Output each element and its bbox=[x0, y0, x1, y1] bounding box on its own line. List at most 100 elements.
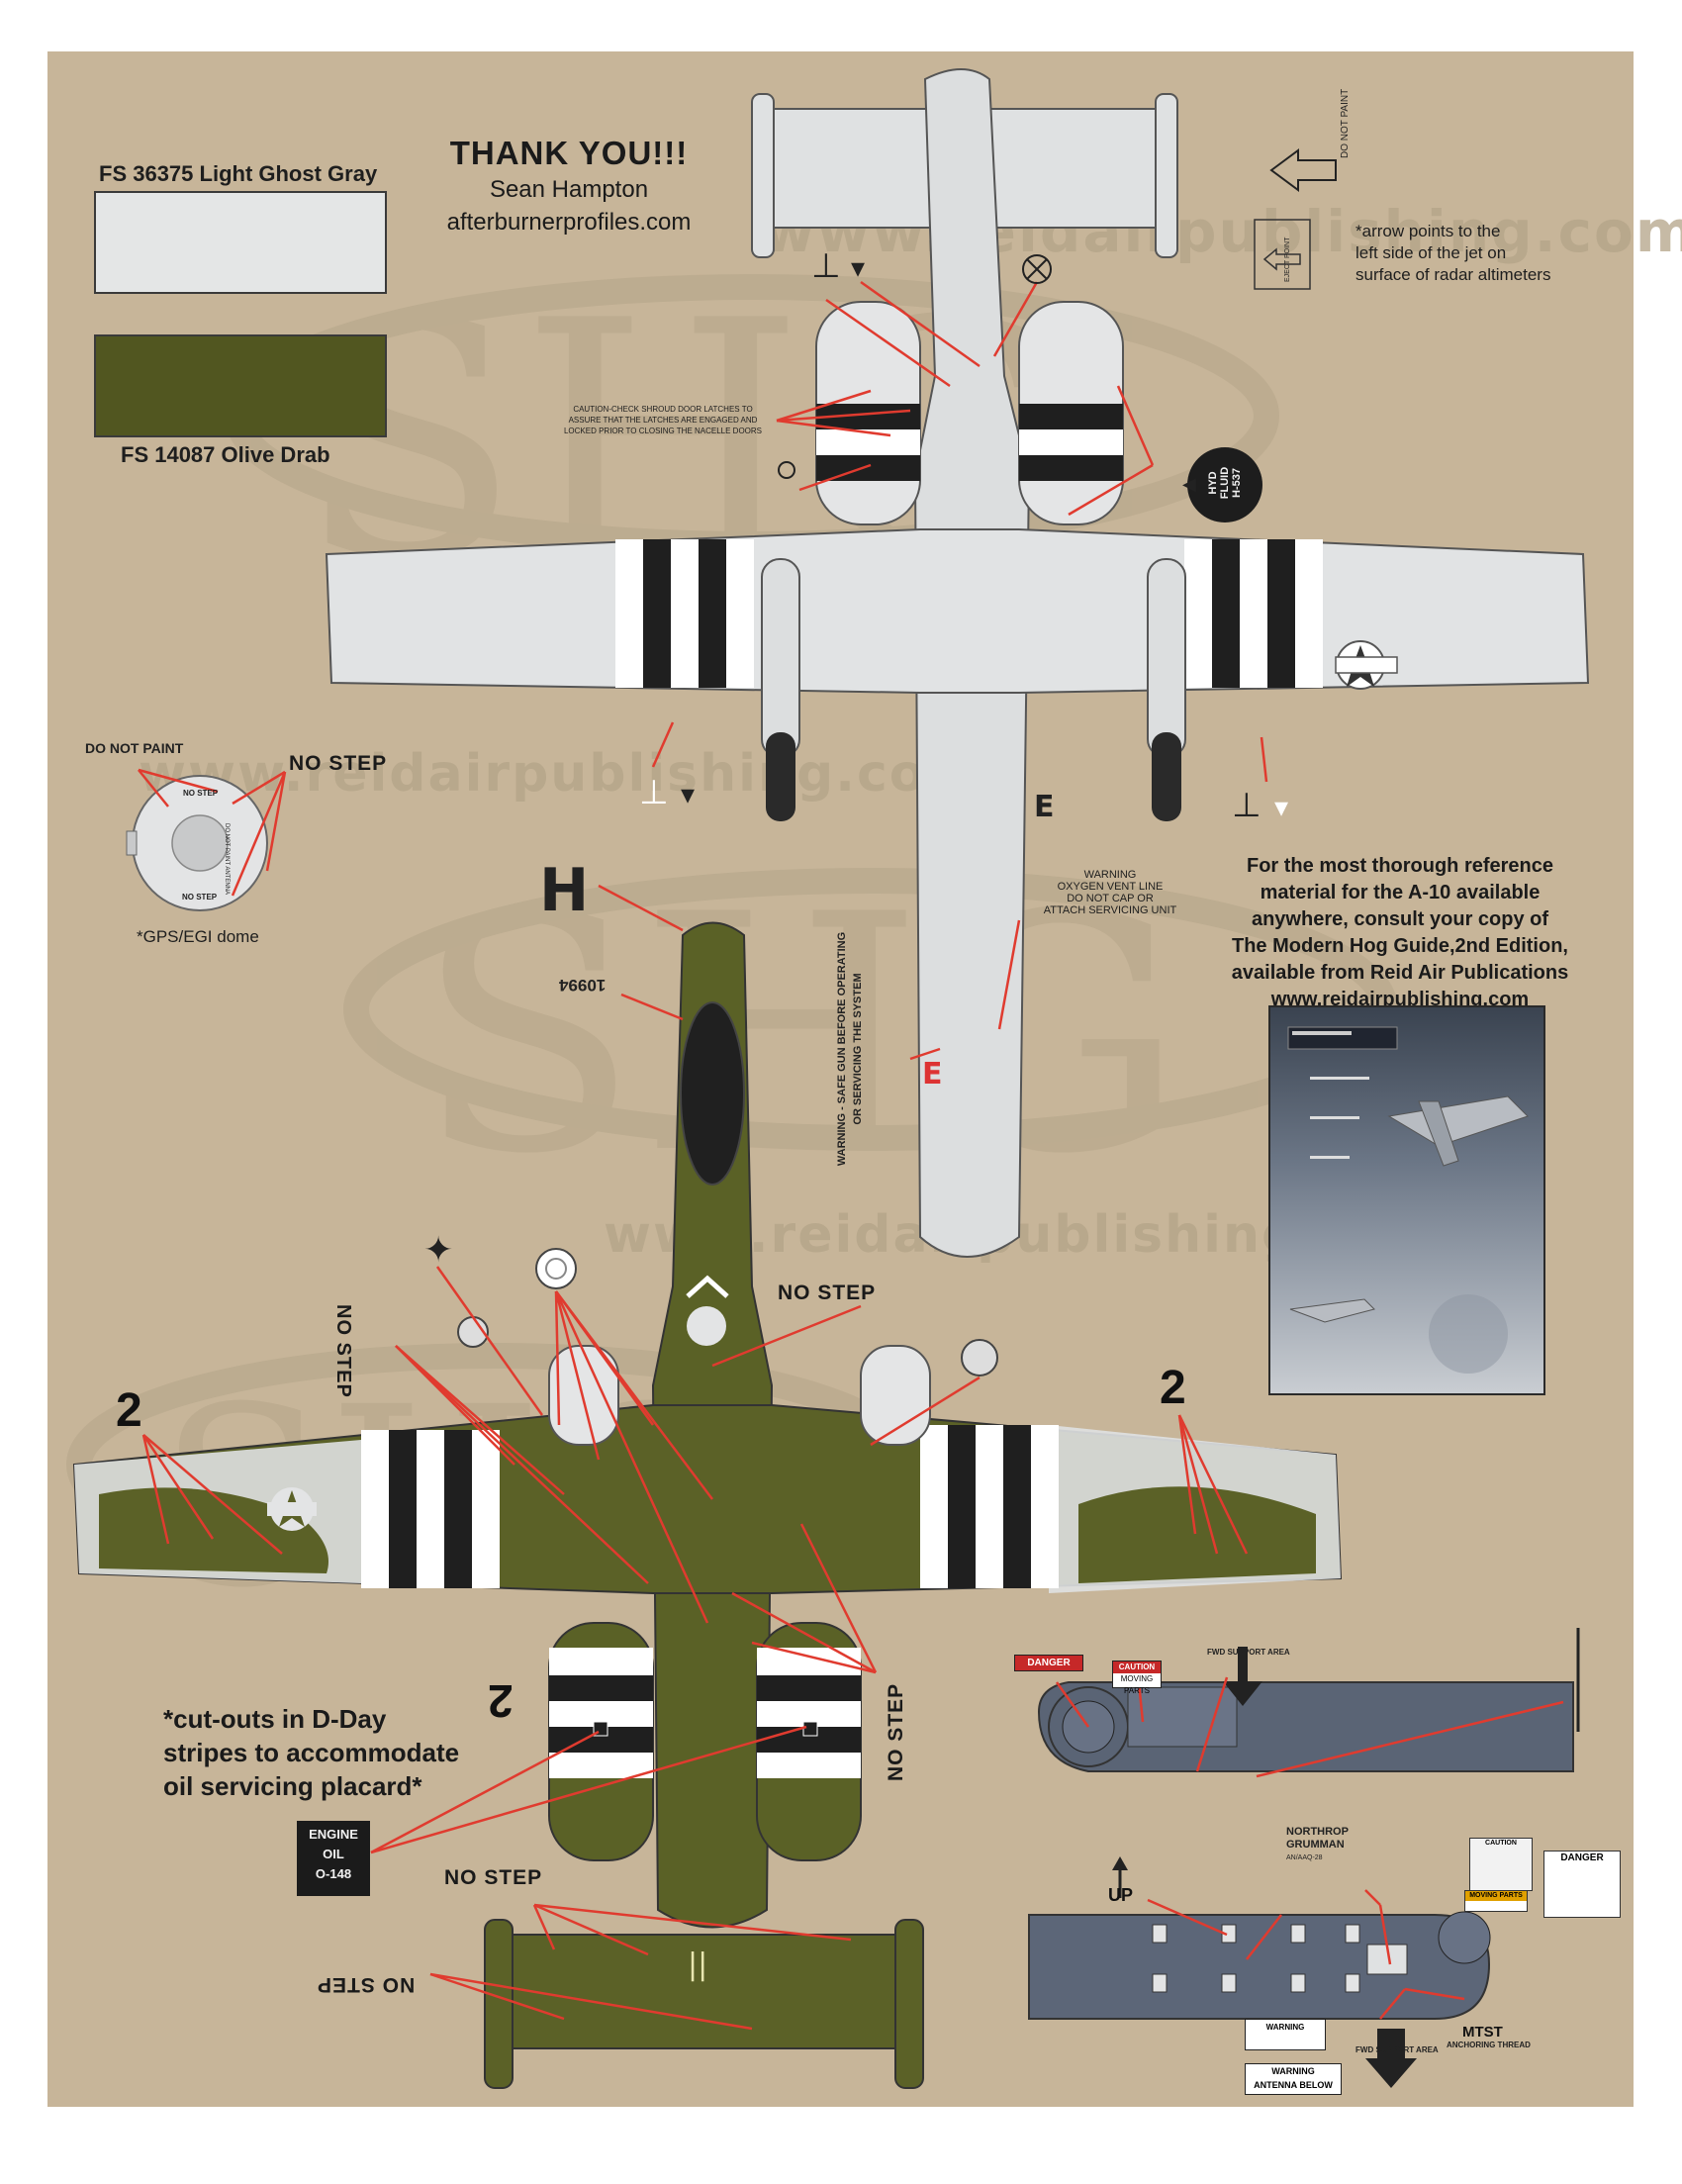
gps-inner-right: DO NOT PAINT ANTENNA bbox=[224, 823, 230, 896]
left-wing-numeral: 2 bbox=[116, 1384, 142, 1437]
weight-icon: ⊥ bbox=[811, 246, 841, 286]
engine-oil-line1: ENGINE bbox=[309, 1827, 358, 1842]
arrow-note: *arrow points to the left side of the je… bbox=[1355, 221, 1550, 286]
svg-text:◀: ◀ bbox=[1182, 474, 1196, 495]
reference-line1: For the most thorough reference bbox=[1246, 855, 1554, 877]
hyd-line2: FLUID bbox=[1219, 466, 1231, 500]
no-step-left: NO STEP bbox=[332, 1304, 354, 1398]
pod-caution-placard-2: CAUTION bbox=[1469, 1838, 1533, 1891]
olive-drab-label: FS 14087 Olive Drab bbox=[121, 442, 330, 467]
gps-inner-top: NO STEP bbox=[183, 789, 219, 798]
pod-warning-2: WARNING ANTENNA BELOW bbox=[1245, 2063, 1342, 2095]
arrow-note-line1: *arrow points to the bbox=[1355, 222, 1501, 240]
svg-text:⊥: ⊥ bbox=[1232, 786, 1262, 825]
light-ghost-gray-swatch bbox=[94, 191, 387, 294]
eject-point-tag: EJECT POINT bbox=[1284, 237, 1291, 282]
oxygen-line1: WARNING bbox=[1083, 869, 1137, 881]
arrow-note-line3: surface of radar altimeters bbox=[1355, 265, 1551, 284]
targeting-pod-lower bbox=[1028, 1856, 1491, 2088]
gps-do-not-paint: DO NOT PAINT bbox=[85, 740, 184, 756]
gps-no-step: NO STEP bbox=[289, 752, 388, 775]
modern-hog-guide-book-cover bbox=[1268, 1005, 1545, 1395]
cutouts-line3: oil servicing placard* bbox=[163, 1771, 422, 1801]
gun-warning-line2: OR SERVICING THE SYSTEM bbox=[852, 973, 864, 1125]
nacelle-numeral: 2 bbox=[488, 1675, 514, 1727]
olive-drab-swatch bbox=[94, 334, 387, 437]
northrop-grumman-label: NORTHROP GRUMMAN AN/AAQ-28 bbox=[1286, 1826, 1349, 1864]
engine-oil-placard: ENGINE OIL O-148 bbox=[297, 1821, 370, 1896]
reference-line2: material for the A-10 available bbox=[1260, 882, 1541, 903]
hyd-line3: H-537 bbox=[1231, 468, 1243, 498]
pod-danger-2-title: DANGER bbox=[1560, 1852, 1604, 1863]
svg-text:E: E bbox=[922, 1057, 943, 1092]
pod-moving-parts-2-title: MOVING PARTS bbox=[1465, 1891, 1527, 1901]
svg-text:SHG: SHG bbox=[416, 845, 1184, 1225]
arrow-note-line2: left side of the jet on bbox=[1355, 243, 1507, 262]
gun-warning-line1: WARNING - SAFE GUN BEFORE OPERATING bbox=[836, 931, 848, 1167]
northrop-line1: NORTHROP bbox=[1286, 1826, 1349, 1838]
pod-warning-1-title: WARNING bbox=[1265, 2023, 1305, 2032]
serial-number: 10994 bbox=[559, 976, 607, 995]
h-marker-icon: H bbox=[539, 856, 589, 925]
pod-moving-parts-2: MOVING PARTS bbox=[1464, 1890, 1528, 1912]
reference-line5: available from Reid Air Publications bbox=[1231, 962, 1569, 984]
gauge-icon bbox=[535, 1248, 577, 1289]
eject-point-box bbox=[1254, 219, 1311, 290]
gps-caption: *GPS/EGI dome bbox=[137, 927, 259, 946]
white-weight-icon: ⊥ bbox=[639, 773, 669, 812]
northrop-line2: GRUMMAN bbox=[1286, 1839, 1345, 1851]
caution-shroud-text: CAUTION-CHECK SHROUD DOOR LATCHES TO ASS… bbox=[563, 405, 763, 435]
olive-aircraft: || ✦ bbox=[72, 856, 1343, 2089]
svg-text:▾: ▾ bbox=[1274, 791, 1288, 823]
svg-text:▾: ▾ bbox=[681, 778, 695, 810]
hyd-fluid-label: HYD FLUID H-537 bbox=[1207, 455, 1243, 511]
northrop-small: AN/AAQ-28 bbox=[1286, 1854, 1323, 1861]
pod-danger-label: DANGER bbox=[1014, 1655, 1083, 1671]
oxygen-line4: ATTACH SERVICING UNIT bbox=[1043, 904, 1177, 916]
pod-up-label: UP bbox=[1108, 1885, 1134, 1905]
star-marker-icon: ✦ bbox=[423, 1230, 453, 1271]
pod-caution-title: CAUTION bbox=[1113, 1662, 1161, 1673]
engine-oil-line3: O-148 bbox=[315, 1866, 352, 1881]
thank-you-title: THANK YOU!!! bbox=[449, 135, 689, 171]
cutouts-note: *cut-outs in D-Day stripes to accommodat… bbox=[163, 1702, 459, 1803]
reference-line3: anywhere, consult your copy of bbox=[1251, 908, 1549, 930]
pod-caution-label: CAUTION MOVING PARTS bbox=[1112, 1661, 1162, 1695]
reference-line4: The Modern Hog Guide,2nd Edition, bbox=[1232, 935, 1568, 957]
cutouts-line2: stripes to accommodate bbox=[163, 1738, 460, 1767]
pod-warning-1: WARNING bbox=[1245, 2019, 1326, 2050]
pod-antenna-below: ANTENNA BELOW bbox=[1254, 2080, 1333, 2090]
engine-oil-line2: OIL bbox=[323, 1847, 344, 1861]
book-cover-art bbox=[1287, 1026, 1529, 1374]
credit-name: Sean Hampton bbox=[489, 176, 649, 203]
pod-moving-parts: MOVING PARTS bbox=[1120, 1674, 1154, 1695]
cutouts-line1: *cut-outs in D-Day bbox=[163, 1704, 387, 1734]
crossed-circle-icon bbox=[1022, 254, 1052, 284]
hyd-line1: HYD bbox=[1207, 471, 1219, 495]
no-step-tail-bottom: NO STEP bbox=[317, 1973, 416, 1996]
oxygen-line2: OXYGEN VENT LINE bbox=[1057, 881, 1164, 893]
gun-warning: WARNING - SAFE GUN BEFORE OPERATING OR S… bbox=[834, 871, 866, 1227]
left-arrow-icon bbox=[1269, 148, 1337, 192]
oxygen-line3: DO NOT CAP OR bbox=[1067, 893, 1154, 904]
gps-dome bbox=[126, 768, 287, 911]
right-wing-numeral: 2 bbox=[1160, 1362, 1186, 1414]
no-step-tail-top: NO STEP bbox=[444, 1866, 543, 1889]
watermark-middle: www.reidairpublishing.com bbox=[139, 744, 982, 804]
do-not-paint-tag: DO NOT PAINT bbox=[1340, 88, 1351, 158]
oxygen-warning: WARNING OXYGEN VENT LINE DO NOT CAP OR A… bbox=[1041, 869, 1179, 916]
pod-danger-placard-2: DANGER bbox=[1543, 1851, 1621, 1918]
hoist-icon: ▾ bbox=[851, 251, 865, 284]
pod-anchoring-label: ANCHORING THREAD bbox=[1447, 2041, 1531, 2049]
credit-site: afterburnerprofiles.com bbox=[446, 209, 692, 236]
shg-logo-watermark-middle: SHG bbox=[343, 845, 1398, 1225]
down-arrow-icon bbox=[1365, 2029, 1417, 2088]
light-ghost-gray-label: FS 36375 Light Ghost Gray bbox=[99, 161, 378, 186]
svg-text:E: E bbox=[1034, 790, 1055, 824]
placard-disc-icon bbox=[961, 1339, 998, 1377]
gps-inner-bottom: NO STEP bbox=[182, 893, 218, 902]
pod-mtst-label: MTST bbox=[1462, 2024, 1503, 2041]
pod-fwd-support-bottom: FWD SUPPORT AREA bbox=[1355, 2045, 1439, 2054]
pod-fwd-support-top: FWD SUPPORT AREA bbox=[1207, 1648, 1290, 1657]
